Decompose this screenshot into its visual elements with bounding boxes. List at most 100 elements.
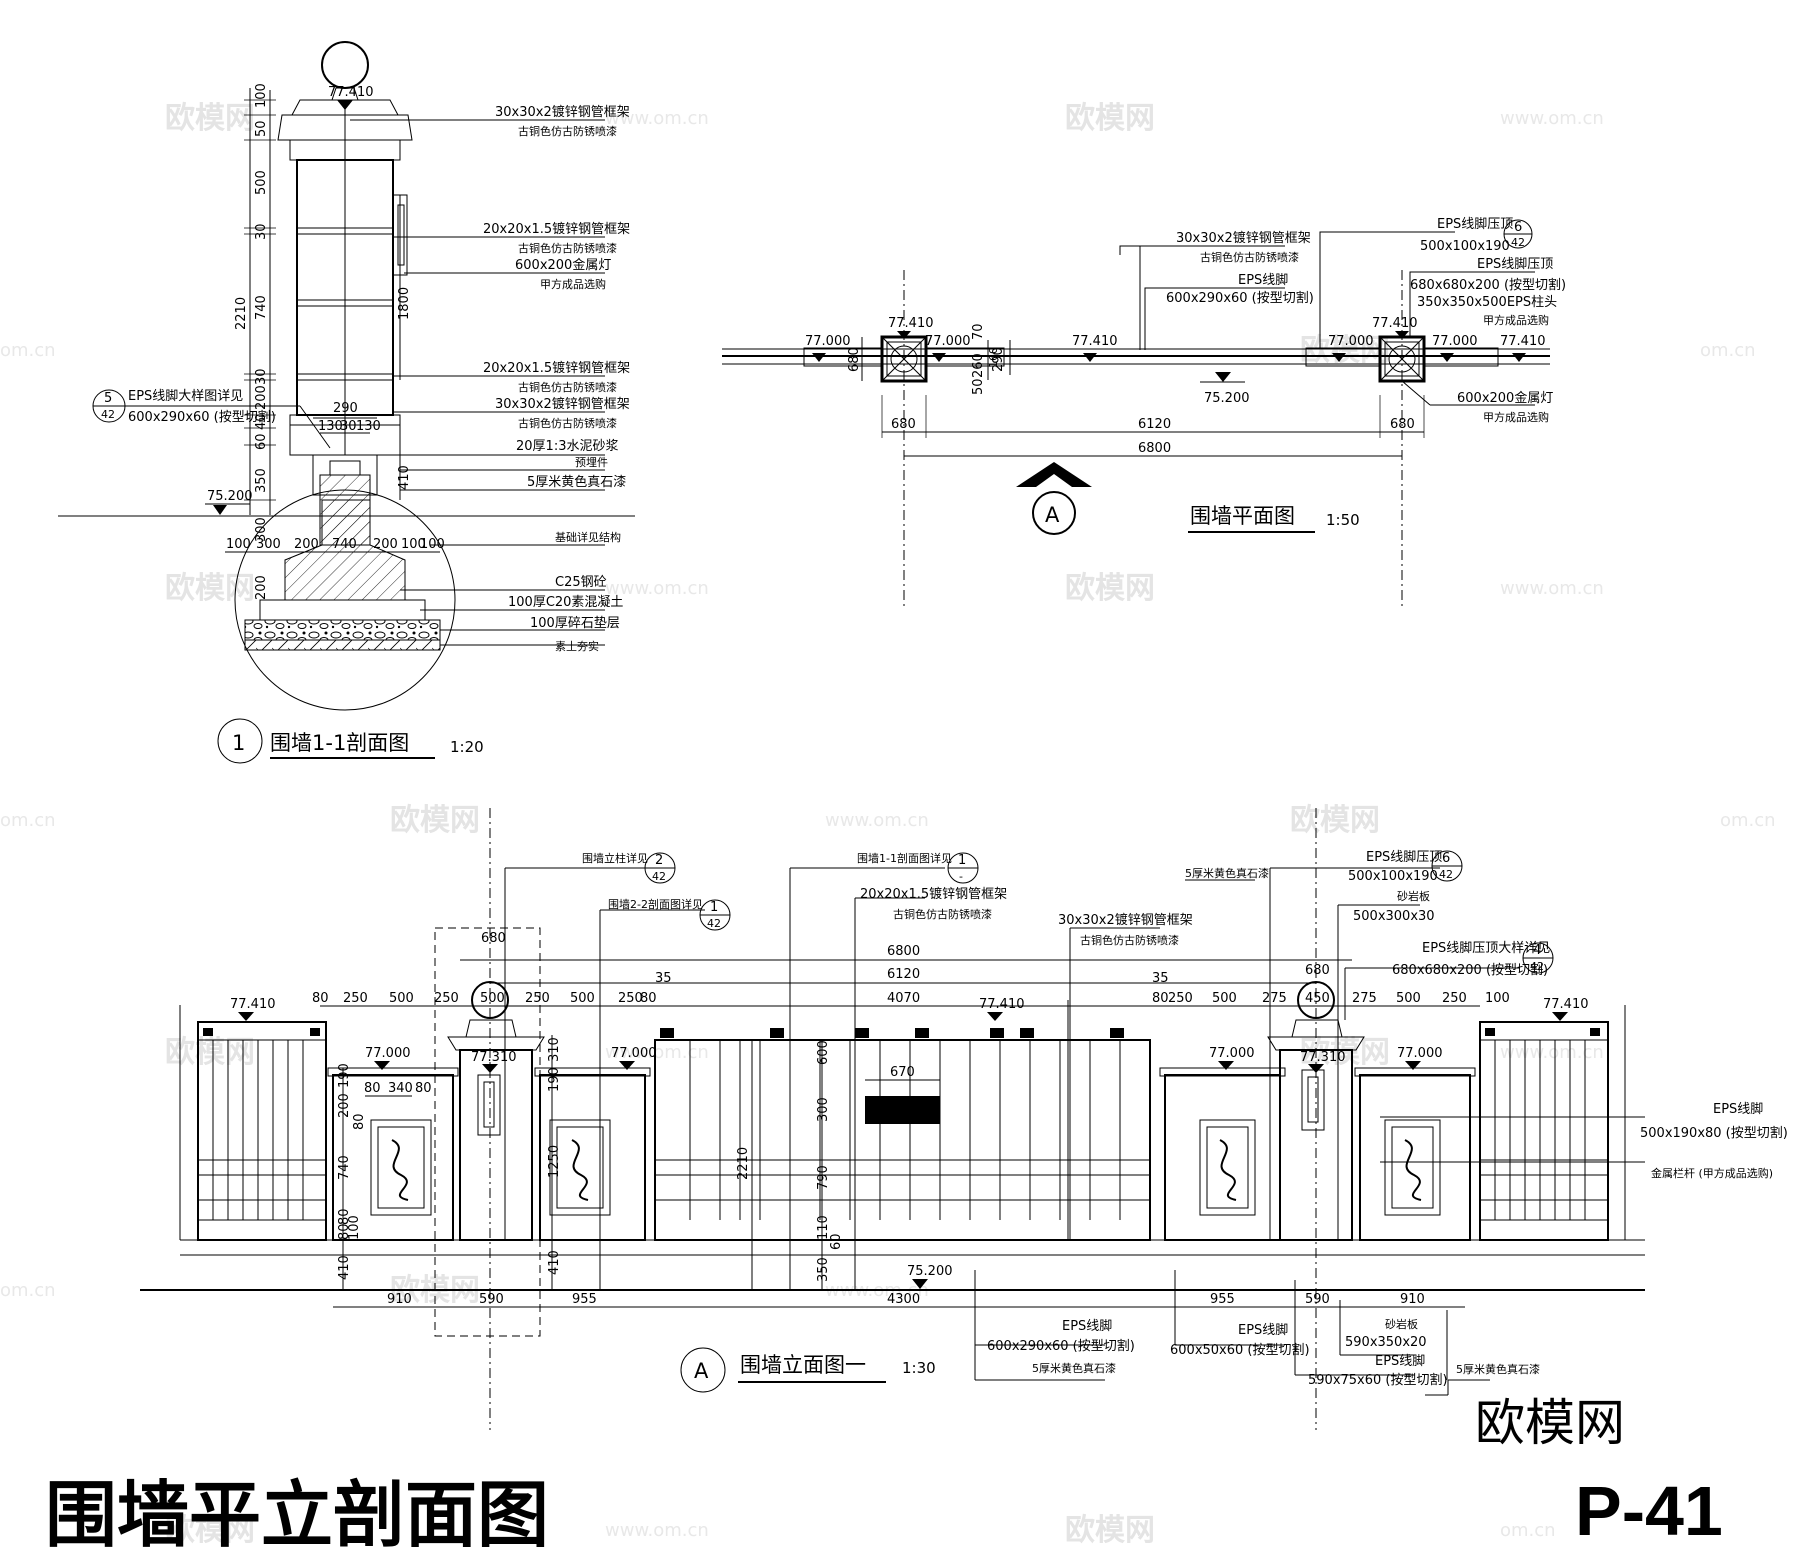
plan-elevations: 77.000 77.410 77.000 77.410 77.000 77.41… (805, 316, 1546, 406)
wall-elevation: 6800 6120 4070 680 680 80 250 500 250 50… (140, 808, 1788, 1430)
ref-sheet: 42 (1439, 868, 1453, 881)
gravel-layer (244, 619, 441, 641)
dim: 680 (1390, 417, 1415, 432)
dim: 200 (337, 1093, 352, 1118)
note: 600x50x60 (按型切割) (1170, 1342, 1310, 1358)
dim: 350 (816, 1257, 831, 1282)
note: 古铜色仿古防锈喷漆 (518, 241, 617, 255)
note: 5厚米黄色真石漆 (527, 474, 626, 490)
dim: 190 (547, 1067, 562, 1092)
dim: 35 (655, 971, 672, 986)
elevation-ground: 75.200 (207, 489, 253, 504)
section-title: 围墙1-1剖面图 (270, 731, 409, 755)
elevation-notes-right: EPS线脚 500x190x80 (按型切割) 金属栏杆 (甲方成品选购) (1640, 1101, 1788, 1180)
note: 590x75x60 (按型切割) (1308, 1372, 1448, 1388)
dim: 60 (829, 1233, 844, 1250)
dim: 4300 (887, 1292, 920, 1307)
elevation: 77.310 (1300, 1050, 1346, 1065)
elevation: 77.000 (925, 334, 971, 349)
note: 5厚米黄色真石漆 (1185, 866, 1269, 880)
dim: 500 (1396, 991, 1421, 1006)
dim: 100 (347, 1215, 362, 1240)
dim: 190 (337, 1063, 352, 1088)
elevation-top-dims: 80 250 500 250 500 250 500 250 80 35 35 … (312, 971, 1510, 1006)
dim: 250 (343, 991, 368, 1006)
fence-panel-right (1479, 1021, 1609, 1241)
dim: 275 (1262, 991, 1287, 1006)
dim: 290 (991, 347, 1006, 372)
watermark-url: www.om.cn (1500, 578, 1604, 599)
dim: 100 (226, 537, 251, 552)
wall-plan: 77.000 77.410 77.000 77.410 77.000 77.41… (722, 216, 1566, 610)
watermark-url: www.om.cn (605, 578, 709, 599)
note: 素土夯实 (555, 639, 599, 653)
note: 20x20x1.5镀锌钢管框架 (483, 221, 630, 237)
note: 5厚米黄色真石漆 (1032, 1361, 1116, 1375)
dim: 250 (1442, 991, 1467, 1006)
note: EPS线脚 (1238, 1322, 1288, 1338)
dim: 680 (847, 347, 862, 372)
dim: 200 (254, 385, 269, 410)
note: 古铜色仿古防锈喷漆 (518, 124, 617, 138)
watermark-url: om.cn (0, 340, 56, 361)
note: 甲方成品选购 (1483, 410, 1549, 424)
dim: 200 (294, 537, 319, 552)
ref-sheet: 42 (1511, 236, 1525, 249)
dim: 200 (373, 537, 398, 552)
elevation: 77.000 (1328, 334, 1374, 349)
note: 20厚1:3水泥砂浆 (516, 439, 618, 454)
dim: 80 (415, 1081, 432, 1096)
dim: 60 (254, 433, 269, 450)
wall-lamp (1301, 1069, 1325, 1131)
dim: 955 (1210, 1292, 1235, 1307)
note: 古铜色仿古防锈喷漆 (1200, 250, 1299, 264)
section-scale: 1:20 (450, 738, 484, 756)
decor-panel (370, 1119, 432, 1216)
dim: 30 (340, 419, 357, 434)
elevation-notes-top: 20x20x1.5镀锌钢管框架 古铜色仿古防锈喷漆 30x30x2镀锌钢管框架 … (860, 866, 1548, 978)
dim: 80 (337, 1208, 352, 1225)
watermark-brand: 欧模网 (1065, 1513, 1155, 1548)
note: EPS线脚 (1238, 272, 1288, 288)
sheet-title: 围墙平立剖面图 (45, 1473, 549, 1557)
note: 680x680x200 (按型切割) (1392, 962, 1548, 978)
ref-sheet: 42 (101, 408, 115, 421)
note: EPS线脚压顶 (1437, 216, 1513, 232)
dim: 500 (1212, 991, 1237, 1006)
watermark-url: om.cn (0, 810, 56, 831)
note: 古铜色仿古防锈喷漆 (518, 416, 617, 430)
dim: 340 (388, 1081, 413, 1096)
plan-scale: 1:50 (1326, 511, 1360, 529)
watermark-brand: 欧模网 (165, 571, 255, 606)
dim: 80 (312, 991, 329, 1006)
dim: 500 (389, 991, 414, 1006)
dim: 40 (254, 413, 269, 430)
ref-num: 1 (710, 900, 718, 915)
note: EPS线脚压顶 (1477, 256, 1553, 272)
elevation-notes-bottom: EPS线脚 600x290x60 (按型切割) 5厚米黄色真石漆 EPS线脚 6… (987, 1317, 1540, 1388)
ref-sheet: 42 (652, 870, 666, 883)
watermark-url: www.om.cn (1500, 1042, 1604, 1063)
ref-num: 2 (655, 853, 663, 868)
dim: 50 (254, 120, 269, 137)
section-notes: 30x30x2镀锌钢管框架 古铜色仿古防锈喷漆 20x20x1.5镀锌钢管框架 … (483, 104, 630, 653)
note: 600x200金属灯 (515, 257, 611, 273)
dim: 130 (318, 419, 343, 434)
elevation: 77.410 (1500, 334, 1546, 349)
ref-sheet: - (959, 870, 963, 883)
ref-label: EPS线脚大样图详见 (128, 388, 243, 404)
dim: 6120 (887, 967, 920, 982)
note: EPS线脚 (1375, 1353, 1425, 1369)
dim: 4070 (887, 991, 920, 1006)
elevation-refs: 2 42 围墙立柱详见 1 42 围墙2-2剖面图详见 1 - 围墙1-1剖面图… (582, 849, 1554, 974)
note: 5厚米黄色真石漆 (1456, 1362, 1540, 1376)
dim: 6800 (887, 944, 920, 959)
elevation: 77.410 (1072, 334, 1118, 349)
dim: 130 (356, 419, 381, 434)
note: 100厚碎石垫层 (530, 615, 620, 631)
note: 500x100x190 (1420, 239, 1510, 254)
section-mark-circle (1032, 491, 1076, 535)
note: 20x20x1.5镀锌钢管框架 (483, 360, 630, 376)
note: 基础详见结构 (555, 530, 621, 544)
